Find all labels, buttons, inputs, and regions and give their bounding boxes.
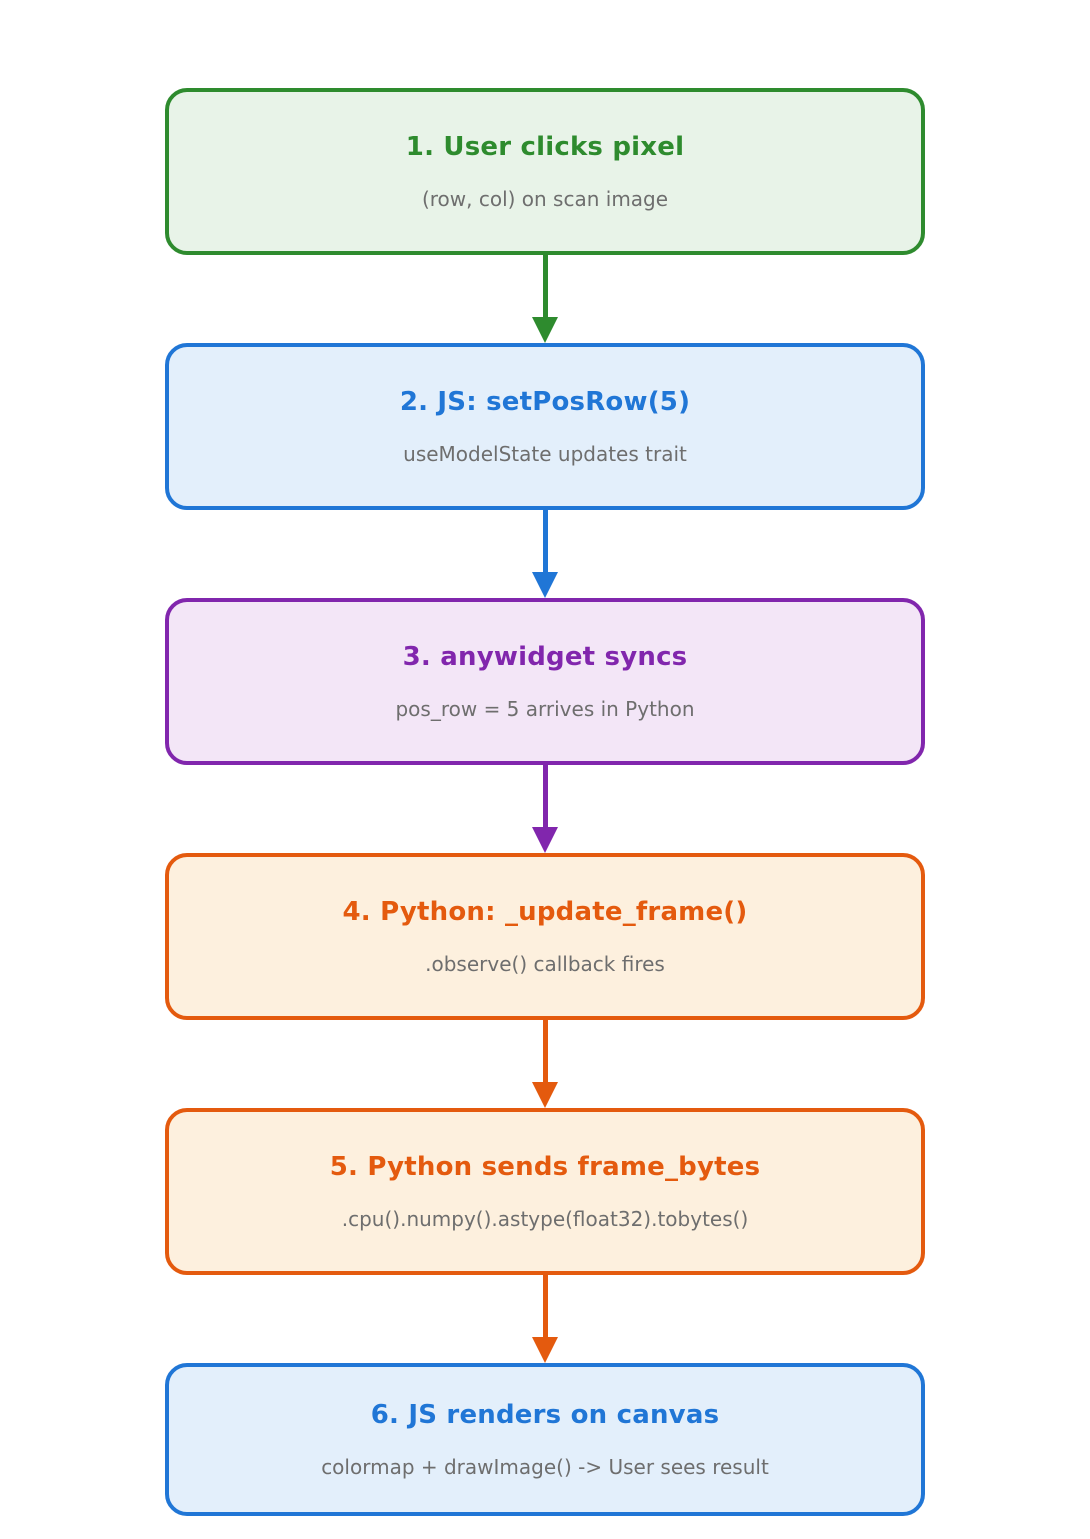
arrow-stem	[542, 765, 548, 827]
step-2-title: 2. JS: setPosRow(5)	[399, 387, 691, 418]
flow-arrow-1-to-2	[532, 255, 558, 343]
step-box-4: 4. Python: _update_frame() .observe() ca…	[165, 853, 925, 1020]
step-3-title: 3. anywidget syncs	[402, 642, 688, 673]
flow-arrow-5-to-6	[532, 1275, 558, 1363]
flow-arrow-4-to-5	[532, 1020, 558, 1108]
step-box-6: 6. JS renders on canvas colormap + drawI…	[165, 1363, 925, 1516]
flow-arrow-2-to-3	[532, 510, 558, 598]
step-box-1: 1. User clicks pixel (row, col) on scan …	[165, 88, 925, 255]
step-1-title: 1. User clicks pixel	[405, 132, 685, 163]
step-6-subtitle: colormap + drawImage() -> User sees resu…	[321, 1454, 769, 1479]
step-6-title: 6. JS renders on canvas	[370, 1400, 720, 1431]
arrow-stem	[542, 1020, 548, 1082]
step-4-subtitle: .observe() callback fires	[425, 951, 665, 976]
arrow-down-icon	[532, 1337, 558, 1363]
arrow-stem	[542, 255, 548, 317]
arrow-down-icon	[532, 317, 558, 343]
flow-arrow-3-to-4	[532, 765, 558, 853]
step-4-title: 4. Python: _update_frame()	[342, 897, 748, 928]
step-box-2: 2. JS: setPosRow(5) useModelState update…	[165, 343, 925, 510]
step-box-5: 5. Python sends frame_bytes .cpu().numpy…	[165, 1108, 925, 1275]
step-box-3: 3. anywidget syncs pos_row = 5 arrives i…	[165, 598, 925, 765]
arrow-stem	[542, 510, 548, 572]
step-3-subtitle: pos_row = 5 arrives in Python	[395, 696, 695, 721]
step-5-subtitle: .cpu().numpy().astype(float32).tobytes()	[341, 1206, 749, 1231]
arrow-down-icon	[532, 1082, 558, 1108]
step-5-title: 5. Python sends frame_bytes	[329, 1152, 761, 1183]
arrow-stem	[542, 1275, 548, 1337]
arrow-down-icon	[532, 572, 558, 598]
step-2-subtitle: useModelState updates trait	[403, 441, 687, 466]
arrow-down-icon	[532, 827, 558, 853]
step-1-subtitle: (row, col) on scan image	[421, 186, 669, 211]
